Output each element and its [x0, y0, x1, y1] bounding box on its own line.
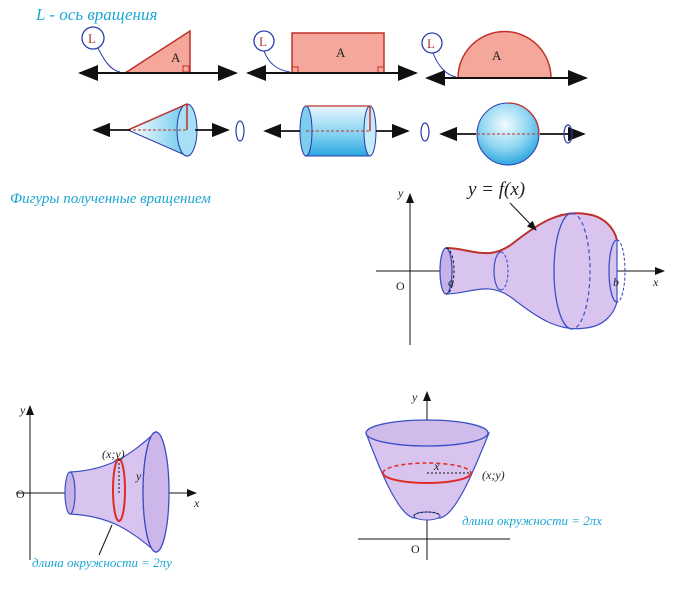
- origin-label: O: [411, 542, 420, 556]
- triangle-figure: A L: [78, 26, 238, 81]
- origin-label: O: [396, 279, 405, 293]
- axis-letter: L: [427, 36, 435, 51]
- y-axis-label: y: [411, 390, 418, 404]
- y-axis-label: y: [19, 403, 26, 417]
- area-label: A: [492, 48, 502, 63]
- area-label: A: [171, 50, 181, 65]
- b-label: b: [613, 275, 619, 289]
- function-label: y = f(x): [466, 179, 525, 200]
- a-label: a: [448, 275, 454, 289]
- rectangle-figure: A L: [246, 30, 418, 81]
- point-label: (x;y): [102, 447, 125, 461]
- circumference-y-caption: длина окружности = 2πy: [32, 555, 172, 570]
- function-rotation-graph: y x O a b y = f(x): [376, 179, 665, 345]
- rotation-x-graph: y O x (x;y) длина окружности = 2πx: [358, 390, 602, 560]
- rotation-y-graph: y x O (x;y) y длина окружности = 2πy: [16, 403, 200, 570]
- origin-label: O: [16, 487, 25, 501]
- cylinder-solid: [263, 105, 430, 157]
- radius-x-label: x: [433, 459, 440, 473]
- radius-y-label: y: [135, 469, 142, 483]
- axis-caption: L - ось вращения: [35, 5, 157, 24]
- axis-letter: L: [88, 31, 96, 46]
- sphere-solid: [439, 102, 586, 166]
- circumference-x-caption: длина окружности = 2πx: [462, 513, 602, 528]
- cone-solid: [92, 103, 245, 157]
- figures-caption: Фигуры полученные вращением: [10, 191, 211, 207]
- area-label: A: [336, 45, 346, 60]
- semicircle-figure: A L: [421, 30, 588, 86]
- x-axis-label: x: [652, 275, 659, 289]
- x-axis-label: x: [193, 496, 200, 510]
- y-axis-label: y: [397, 186, 404, 200]
- point-label: (x;y): [482, 468, 505, 482]
- axis-letter: L: [259, 34, 267, 49]
